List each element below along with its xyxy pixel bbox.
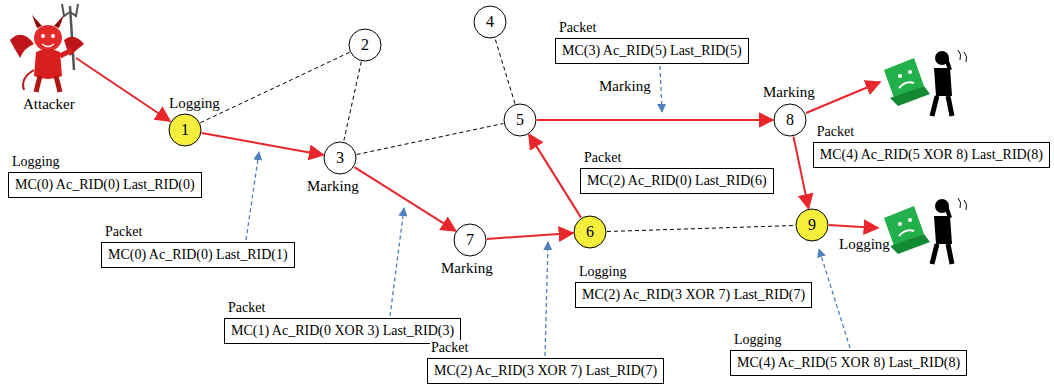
- router-circle: 3: [323, 141, 357, 175]
- packet-box: PacketMC(4) Ac_RID(5 XOR 8) Last_RID(8): [813, 142, 1050, 168]
- router-circle: 2: [348, 28, 382, 62]
- router-number: 7: [453, 223, 487, 257]
- role-label: Logging: [168, 95, 221, 112]
- router-number: 5: [503, 103, 537, 137]
- leader-arrow: [545, 242, 548, 356]
- attack-path-arrow: [794, 137, 809, 209]
- box-heading: Packet: [583, 150, 622, 166]
- router-number: 2: [348, 28, 382, 62]
- router-circle: 7: [453, 223, 487, 257]
- packet-box: PacketMC(2) Ac_RID(3 XOR 7) Last_RID(7): [427, 358, 664, 384]
- packet-box: LoggingMC(0) Ac_RID(0) Last_RID(0): [8, 172, 202, 198]
- box-heading: Logging: [11, 154, 60, 170]
- packet-fields: MC(3) Ac_RID(5) Last_RID(5): [562, 43, 742, 58]
- link-line: [495, 38, 515, 103]
- attack-arrow: [76, 58, 170, 121]
- packet-fields: MC(1) Ac_RID(0 XOR 3) Last_RID(3): [231, 323, 454, 338]
- packet-box: LoggingMC(2) Ac_RID(3 XOR 7) Last_RID(7): [575, 282, 812, 308]
- router-number: 6: [573, 215, 607, 249]
- role-label: Marking: [306, 178, 360, 195]
- box-heading: Packet: [558, 20, 597, 36]
- box-heading: Packet: [816, 124, 855, 140]
- leader-arrow: [660, 66, 662, 112]
- victim-figure: [884, 198, 967, 264]
- router-number: 1: [168, 113, 202, 147]
- packet-fields: MC(0) Ac_RID(0) Last_RID(1): [108, 247, 288, 262]
- box-heading: Packet: [227, 300, 266, 316]
- leader-arrow: [819, 249, 850, 348]
- packet-fields: MC(2) Ac_RID(0) Last_RID(6): [587, 173, 767, 188]
- packet-fields: MC(4) Ac_RID(5 XOR 8) Last_RID(8): [820, 147, 1043, 162]
- box-heading: Logging: [733, 332, 782, 348]
- box-heading: Packet: [104, 224, 143, 240]
- attacker-figure: [10, 4, 84, 92]
- victim-arrow: [806, 82, 880, 113]
- router-circle: 4: [473, 5, 507, 39]
- packet-fields: MC(2) Ac_RID(3 XOR 7) Last_RID(7): [434, 363, 657, 378]
- router-number: 3: [323, 141, 357, 175]
- link-line: [357, 124, 504, 155]
- router-number: 4: [473, 5, 507, 39]
- router-circle: 6: [573, 215, 607, 249]
- leader-arrow: [246, 152, 259, 240]
- role-label: Marking: [762, 84, 816, 101]
- victim-figure: [884, 50, 967, 116]
- router-circle: 5: [503, 103, 537, 137]
- router-circle: 1: [168, 113, 202, 147]
- role-label: Marking: [598, 78, 652, 95]
- leader-arrow: [390, 208, 404, 316]
- link-line: [607, 226, 795, 232]
- router-number: 8: [773, 103, 807, 137]
- router-circle: 8: [773, 103, 807, 137]
- packet-box: LoggingMC(4) Ac_RID(5 XOR 8) Last_RID(8): [730, 350, 967, 376]
- packet-fields: MC(0) Ac_RID(0) Last_RID(0): [15, 177, 195, 192]
- packet-box: PacketMC(3) Ac_RID(5) Last_RID(5): [555, 38, 749, 64]
- link-line: [344, 62, 362, 142]
- packet-box: PacketMC(2) Ac_RID(0) Last_RID(6): [580, 168, 774, 194]
- packet-box: PacketMC(1) Ac_RID(0 XOR 3) Last_RID(3): [224, 318, 461, 344]
- packet-box: PacketMC(0) Ac_RID(0) Last_RID(1): [101, 242, 295, 268]
- attack-path-arrow: [202, 133, 324, 155]
- router-circle: 9: [795, 208, 829, 242]
- victim-arrow: [829, 225, 878, 228]
- packet-fields: MC(2) Ac_RID(3 XOR 7) Last_RID(7): [582, 287, 805, 302]
- link-line: [200, 52, 349, 122]
- router-number: 9: [795, 208, 829, 242]
- attack-path-arrow: [354, 167, 455, 231]
- role-label: Marking: [440, 260, 494, 277]
- attack-path-arrow: [487, 233, 573, 239]
- role-label: Logging: [838, 236, 891, 253]
- attack-path-arrow: [537, 119, 773, 121]
- box-heading: Packet: [430, 340, 469, 356]
- attack-path-arrow: [529, 134, 581, 217]
- box-heading: Logging: [578, 264, 627, 280]
- packet-fields: MC(4) Ac_RID(5 XOR 8) Last_RID(8): [737, 355, 960, 370]
- role-label: Attacker: [22, 96, 76, 113]
